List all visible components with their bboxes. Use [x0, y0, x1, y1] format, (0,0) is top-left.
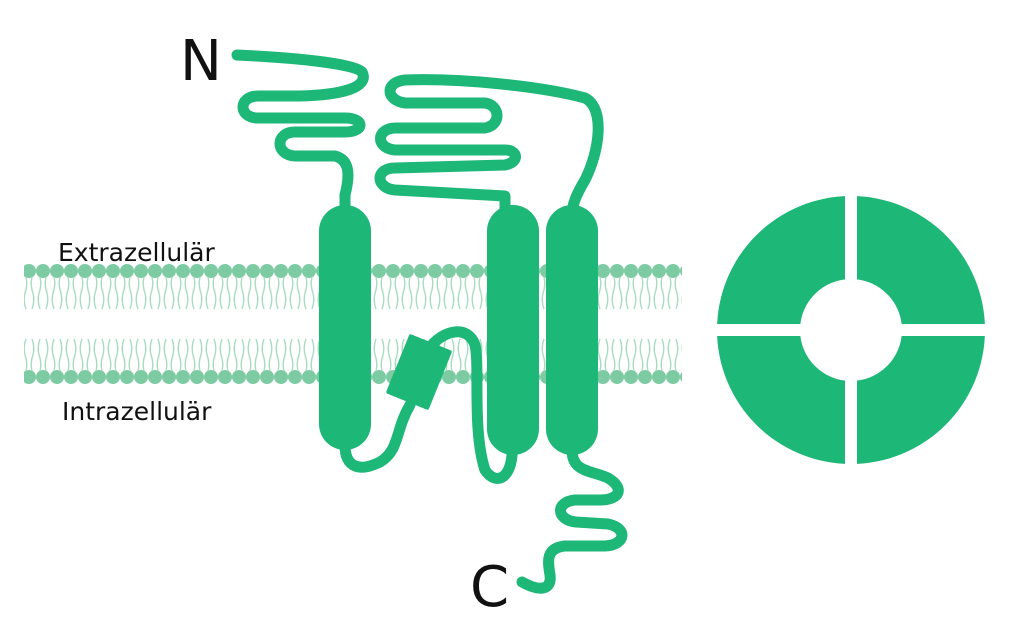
- c-terminal-tail: [516, 444, 628, 594]
- intracellular-loop-1: [339, 399, 416, 473]
- transmembrane-helix-1: [319, 205, 371, 450]
- pore-loop-return: [426, 326, 518, 484]
- extracellular-label: Extrazellulär: [58, 238, 215, 267]
- channel-pore-top-view: [710, 190, 992, 470]
- transmembrane-helix-3: [546, 205, 598, 455]
- intracellular-label: Intrazellulär: [62, 397, 212, 426]
- transmembrane-helix-2: [487, 205, 539, 455]
- c-terminus-label: C: [470, 555, 509, 620]
- extracellular-loop-chain: [231, 49, 369, 216]
- n-terminus-label: N: [180, 29, 222, 94]
- subunit-divider-horizontal: [710, 324, 992, 336]
- reentrant-pore-helix: [386, 334, 452, 410]
- extracellular-loop-chain-2: [374, 74, 604, 221]
